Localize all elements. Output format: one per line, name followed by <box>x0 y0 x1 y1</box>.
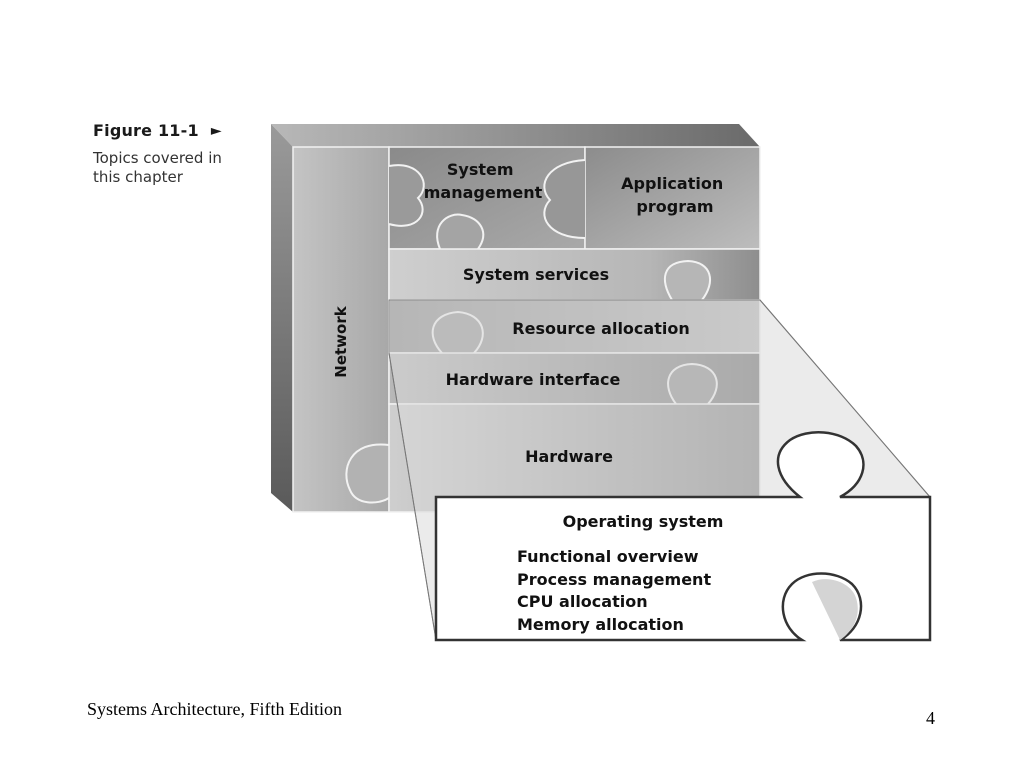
hardware-interface-label: Hardware interface <box>446 370 621 389</box>
system-management-line-1: System <box>447 160 514 179</box>
callout-item: Functional overview <box>517 547 699 566</box>
system-services-tab <box>664 259 711 301</box>
operating-system-title: Operating system <box>563 512 724 531</box>
resource-allocation-label: Resource allocation <box>512 319 689 338</box>
block-left-face <box>271 124 293 512</box>
callout-item: CPU allocation <box>517 592 648 611</box>
figure-caption: Figure 11-1 ► Topics covered in this chap… <box>93 121 243 187</box>
application-program-line-2: program <box>636 197 713 216</box>
figure-description: Topics covered in this chapter <box>93 149 222 186</box>
callout-item: Memory allocation <box>517 615 684 634</box>
application-program-label: Application program <box>621 174 729 216</box>
system-management-line-2: management <box>424 183 543 202</box>
arrow-right-icon: ► <box>210 123 222 139</box>
network-tab <box>345 443 390 504</box>
projection-edge-right <box>759 299 931 498</box>
callout-item: Process management <box>517 570 711 589</box>
projection-edge-left <box>388 352 437 641</box>
hardware-label: Hardware <box>525 447 613 466</box>
system-management-label: System management <box>424 160 543 202</box>
application-program-piece <box>584 146 761 250</box>
operating-system-callout <box>434 431 932 642</box>
application-program-line-1: Application <box>621 174 723 193</box>
system-management-tab-left <box>388 164 425 227</box>
system-services-label: System services <box>463 265 609 284</box>
application-program-tab <box>543 159 586 239</box>
block-top-face <box>271 124 760 147</box>
system-management-tab-bottom <box>436 213 485 250</box>
figure-label: Figure 11-1 <box>93 121 199 140</box>
callout-notch-shade <box>812 579 858 640</box>
footer-title: Systems Architecture, Fifth Edition <box>87 699 342 719</box>
page-number: 4 <box>926 708 935 728</box>
network-label: Network <box>332 305 350 377</box>
